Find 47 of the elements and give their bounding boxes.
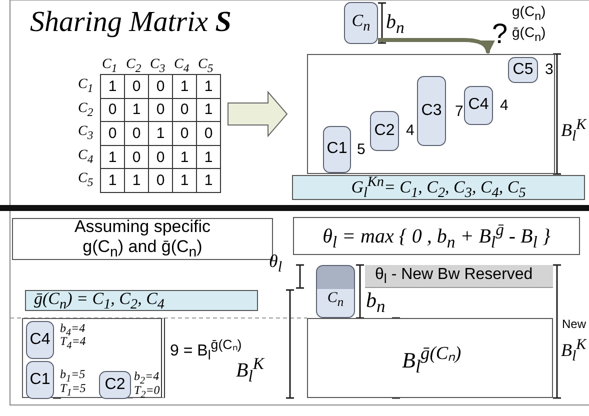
connection-box: C$_{n}$: [344, 2, 378, 44]
arrow: [378, 38, 494, 54]
connection-box: C1: [26, 361, 54, 399]
formula-label: g(C$_{n}$): [512, 4, 546, 22]
connection-box: C2: [99, 371, 131, 399]
connection-box: C3: [417, 76, 446, 146]
column-header: C$_{5}$: [198, 58, 214, 74]
table-cell: 1: [196, 168, 221, 193]
reserved-band: θ$_{l}$ - New Bw Reserved: [365, 265, 553, 288]
column-header: C$_{2}$: [126, 58, 142, 74]
group-banner: G$_{l}$$^{Kn}$= C$_{1}$, C$_{2}$, C$_{3}$, C$_{4}$, C$_{5}$: [292, 175, 585, 200]
group-capacity-box: [22, 318, 165, 398]
connection-box: C2: [370, 111, 399, 151]
connection-box: C5: [508, 57, 538, 83]
column-header: C$_{1}$: [102, 58, 118, 74]
table-cell: 1: [100, 168, 125, 193]
parameter-label: b$_{1}$=5: [60, 368, 86, 384]
row-header: C$_{5}$: [78, 172, 94, 189]
diagram-title: Sharing Matrix S: [30, 8, 232, 37]
size-label: 4: [500, 98, 508, 113]
size-label: 3: [545, 62, 554, 77]
connection-box: C4: [26, 321, 54, 359]
formula-label: ḡ(C$_{n}$): [512, 25, 546, 44]
capacity-box: [307, 318, 553, 398]
parameter-label: T$_{1}$=5: [60, 382, 86, 398]
size-label: 5: [357, 142, 366, 157]
connection-box: C$_{n}$: [316, 265, 355, 318]
table-cell: 1: [100, 74, 125, 99]
group-banner: ḡ(C$_{n}$) = C$_{1}$, C$_{2}$, C$_{4}$: [25, 290, 258, 311]
formula-box: θ$_{l}$ = max { 0 , b$_{n}$ + B$_{l}$$^{ḡ}$ - B$_{l}$ }: [293, 217, 580, 255]
column-header: C$_{4}$: [174, 58, 190, 74]
question-mark: ?: [492, 20, 508, 48]
row-header: C$_{2}$: [78, 102, 94, 118]
table-cell: 1: [196, 74, 221, 99]
variable-label: b$_{n}$: [366, 290, 386, 316]
variable-label: b$_{n}$: [386, 12, 404, 37]
value-label: New: [562, 318, 586, 330]
parameter-label: b$_{2}$=4: [134, 370, 160, 386]
size-label: 4: [406, 123, 414, 138]
connection-box: C4: [464, 86, 493, 125]
row-header: C$_{4}$: [78, 148, 94, 166]
row-header: C$_{1}$: [78, 78, 94, 94]
column-header: C$_{3}$: [150, 58, 166, 74]
link-capacity-box: [307, 54, 555, 174]
row-header: C$_{3}$: [78, 125, 94, 142]
size-label: 7: [455, 104, 464, 119]
connection-box: C1: [323, 126, 351, 173]
